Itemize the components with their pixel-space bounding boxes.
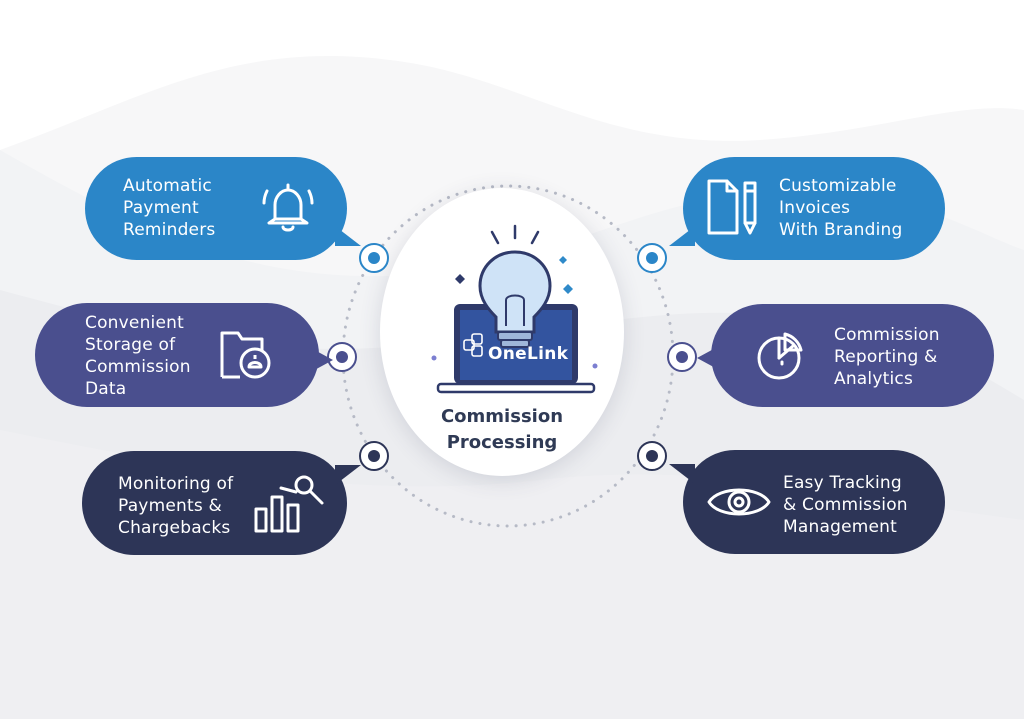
connector-node-right-2 (667, 342, 697, 372)
hub-title-line2: Processing (446, 432, 558, 453)
feature-text-line: Convenient (85, 313, 184, 333)
feature-bubble-reporting-analytics: Commission Reporting & Analytics (697, 304, 994, 407)
feature-text-line: Monitoring of (118, 474, 234, 494)
feature-text-line: Reminders (123, 220, 216, 240)
brand-name: OneLink (488, 344, 569, 364)
feature-text-line: Chargebacks (118, 518, 231, 538)
feature-text-line: Data (85, 379, 127, 399)
folder-storage-icon (220, 331, 271, 379)
feature-text-line: Commission (834, 325, 940, 345)
document-pencil-icon (707, 179, 757, 235)
hub-title-line1: Commission (440, 406, 564, 427)
pie-chart-icon (757, 332, 803, 380)
feature-text-line: With Branding (779, 220, 903, 240)
feature-text-line: Management (783, 517, 897, 537)
feature-bubble-payments-monitoring: Monitoring of Payments & Chargebacks (82, 451, 361, 555)
feature-text-line: Commission (85, 357, 191, 377)
feature-bubble-tracking-management: Easy Tracking & Commission Management (669, 450, 945, 554)
connector-node-right-3 (637, 441, 667, 471)
feature-text-line: Automatic (123, 176, 212, 196)
feature-text-line: & Commission (783, 495, 908, 515)
feature-text-line: Storage of (85, 335, 176, 355)
connector-node-right-1 (637, 243, 667, 273)
feature-text-line: Easy Tracking (783, 473, 902, 493)
bell-icon (262, 183, 314, 232)
feature-text-line: Invoices (779, 198, 851, 218)
feature-text-line: Payments & (118, 496, 222, 516)
connector-node-left-3 (359, 441, 389, 471)
connector-node-left-1 (359, 243, 389, 273)
feature-text-line: Customizable (779, 176, 897, 196)
lightbulb-laptop-icon (431, 224, 598, 394)
feature-text-line: Analytics (834, 369, 913, 389)
feature-bubble-payment-reminders: Automatic Payment Reminders (85, 157, 361, 260)
chart-magnifier-icon (254, 475, 324, 533)
feature-text-line: Payment (123, 198, 199, 218)
eye-icon (707, 488, 771, 516)
feature-bubble-commission-storage: Convenient Storage of Commission Data (35, 303, 333, 407)
feature-bubble-custom-invoices: Customizable Invoices With Branding (669, 157, 945, 260)
feature-text-line: Reporting & (834, 347, 938, 367)
